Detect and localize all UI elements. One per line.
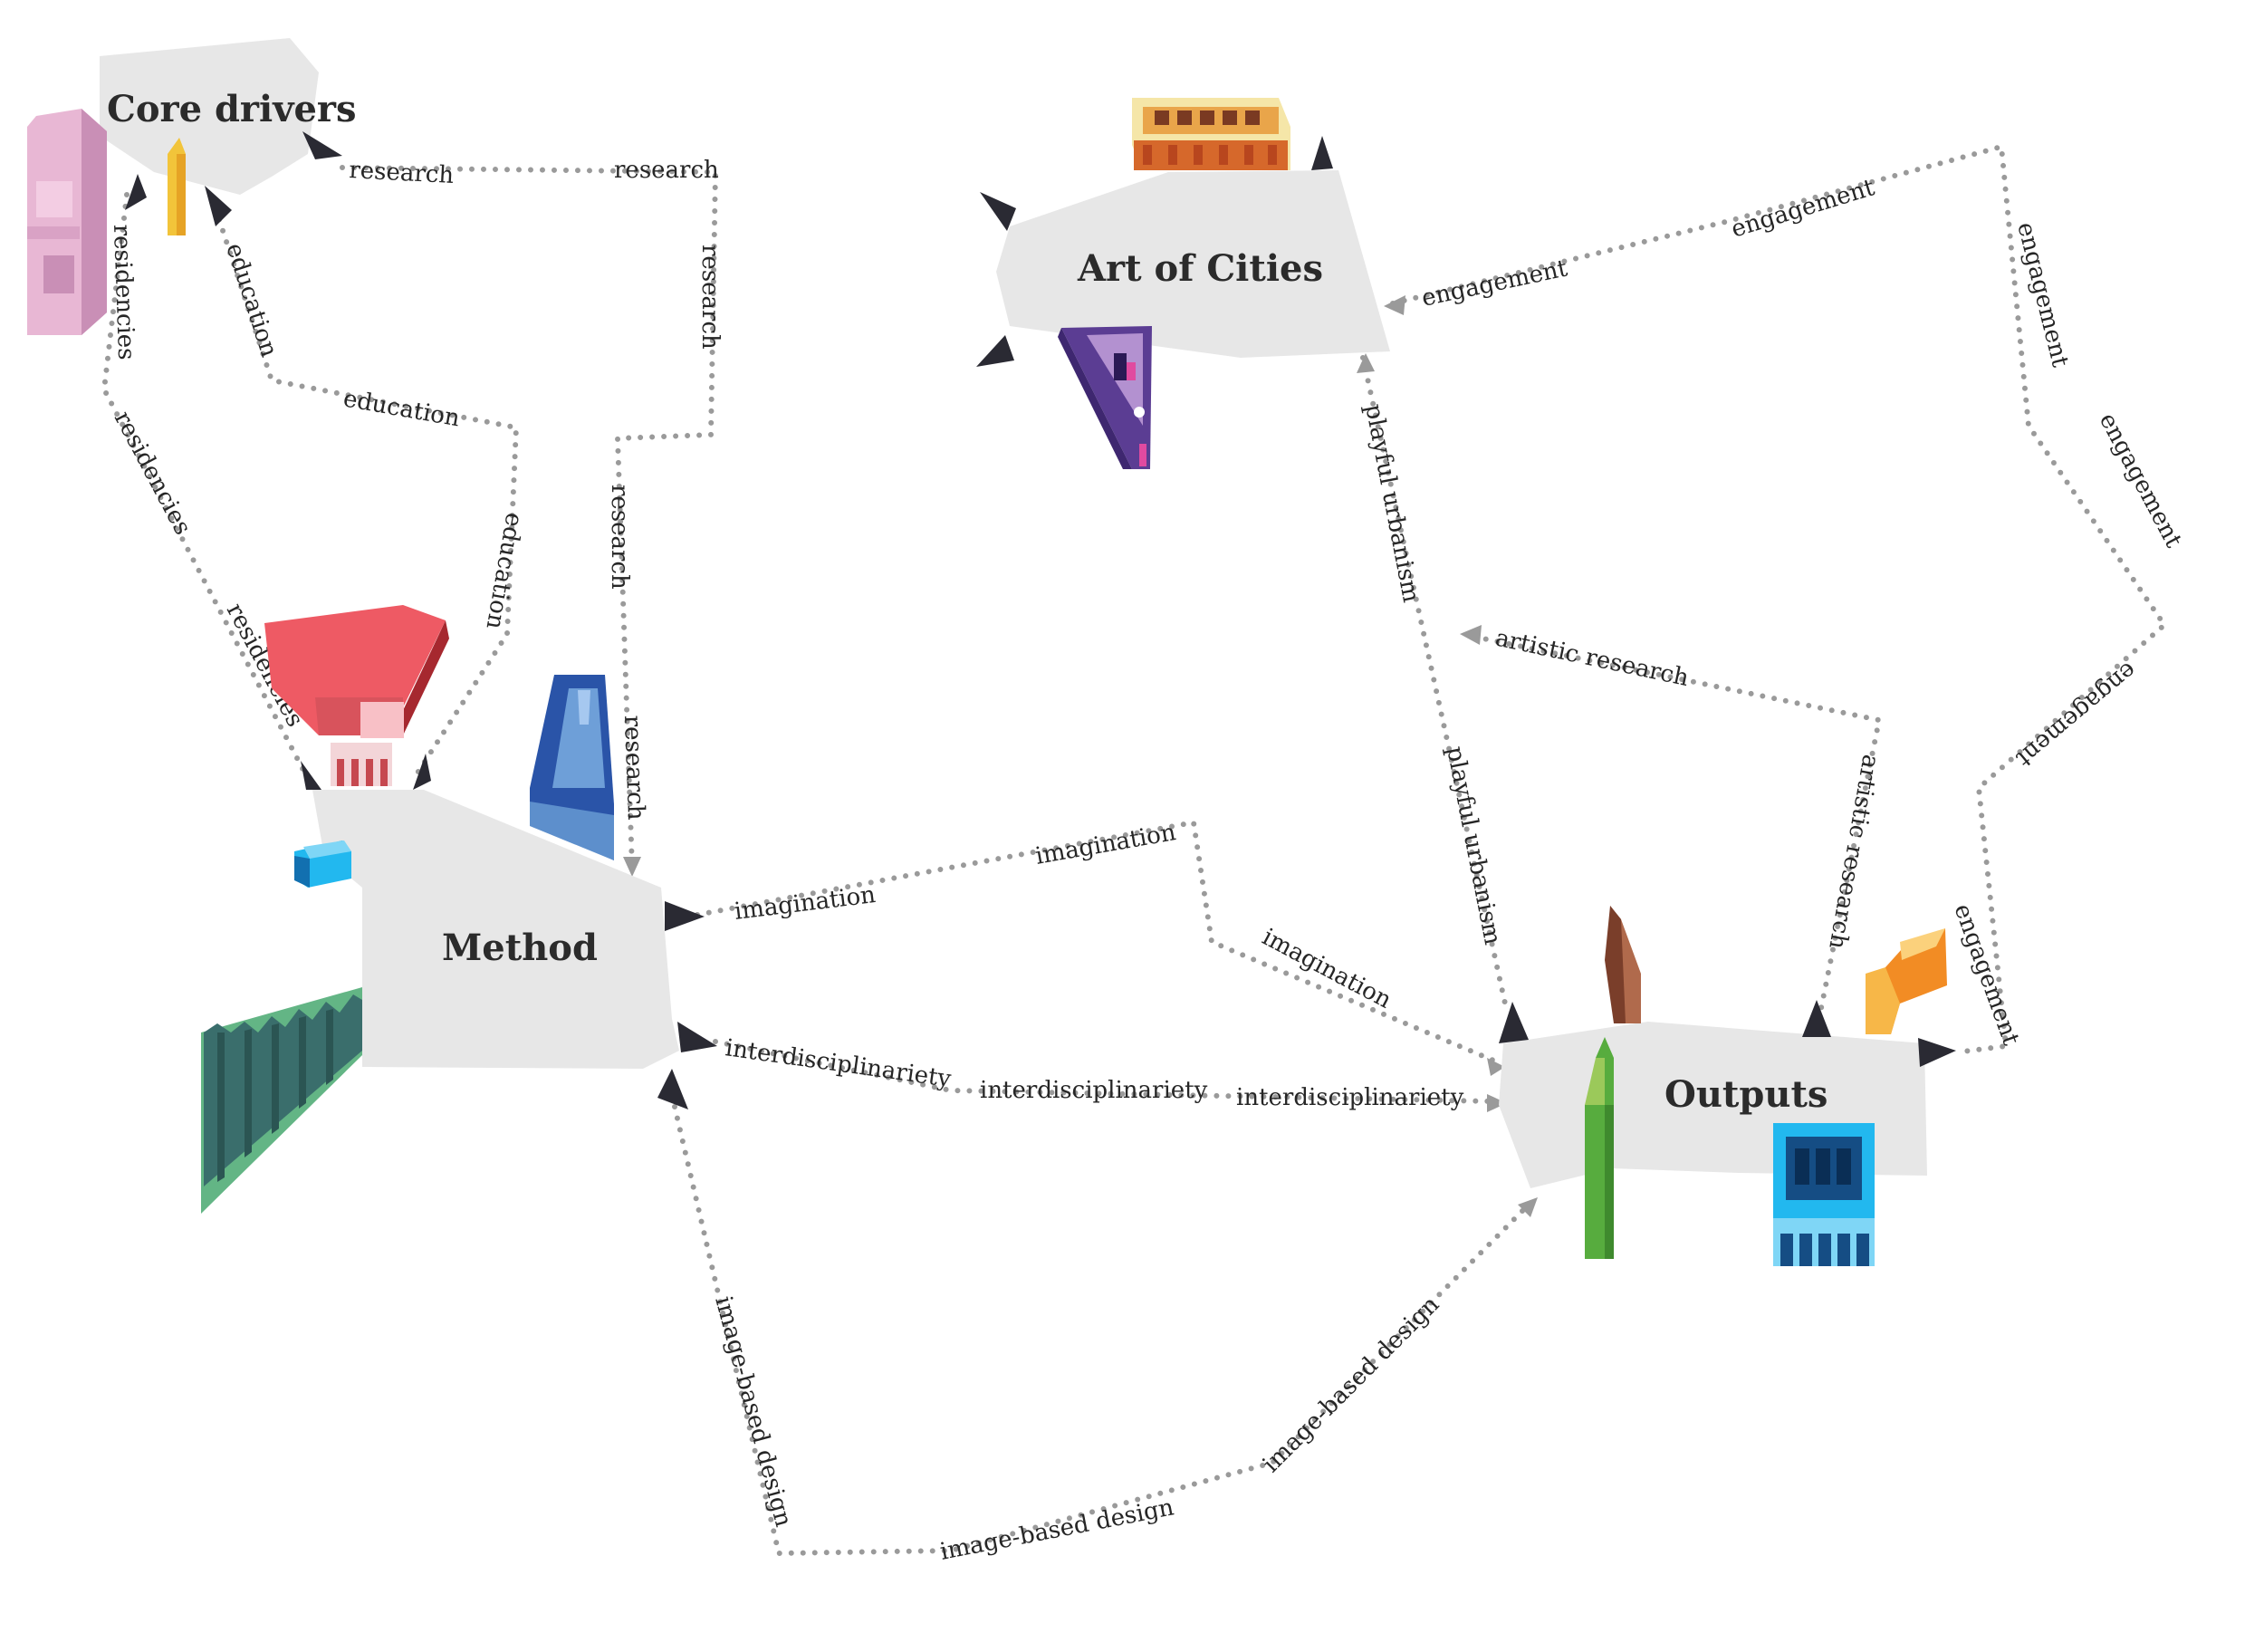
edge-label-interdisciplinariety-2: interdisciplinariety (980, 1077, 1208, 1104)
edge-label-imagination-3: imagination (1258, 924, 1396, 1014)
edge-label-education-2: education (341, 385, 462, 432)
arrow-artistic-research-tip (1460, 625, 1482, 645)
edge-label-education-3: education (480, 511, 527, 631)
arrowhead-outputs-artistic (1802, 1000, 1831, 1037)
connector-interdisciplinariety (713, 1039, 1497, 1104)
red-building-icon (264, 605, 449, 786)
connector-education (213, 206, 520, 780)
connector-image-based-design (672, 1104, 1533, 1557)
connector-imagination (695, 819, 1499, 1064)
edge-label-image-based-design-3: image-based design (1258, 1291, 1445, 1478)
node-art-of-cities[interactable]: Art of Cities (996, 170, 1390, 358)
edge-label-research-2: research (614, 157, 719, 184)
edge-label-education-1: education (220, 240, 283, 360)
edge-label-engagement-4: engagement (2094, 408, 2188, 552)
edge-label-residencies-2: residencies (109, 407, 197, 539)
method-shape (312, 790, 679, 1069)
method-label: Method (442, 927, 598, 969)
core-drivers-shape (100, 38, 319, 195)
edge-label-artistic-research-1: artistic research (1493, 625, 1692, 693)
edge-label-residencies-1: residencies (108, 224, 139, 360)
brown-tower-icon (1605, 906, 1641, 1023)
edge-label-engagement-2: engagement (1728, 174, 1878, 244)
connector-research (340, 165, 719, 870)
arrowhead-outputs-engagement (1918, 1038, 1956, 1067)
connector-playful-urbanism (1360, 355, 1508, 1006)
arrowhead-art-bottom-left (976, 335, 1014, 367)
orange-bent-building-icon (1866, 928, 1947, 1034)
arrow-into-art-of-cities (1384, 295, 1405, 315)
edge-label-imagination-1: imagination (733, 881, 878, 926)
arrowhead-art-top-right (1311, 136, 1333, 170)
arrow-from-playful-urbanism (1357, 353, 1375, 373)
orange-building-icon (1132, 98, 1290, 170)
green-ridged-building-icon (201, 987, 362, 1214)
arrowhead-method-residencies (301, 761, 321, 790)
outputs-label: Outputs (1664, 1073, 1828, 1116)
arrowhead-method-bottom (657, 1069, 688, 1109)
connectors (101, 143, 2168, 1557)
edge-label-engagement-3: engagement (2011, 219, 2074, 370)
edge-label-engagement-1: engagement (1419, 255, 1570, 312)
pink-building-icon (27, 109, 107, 335)
edge-label-research-5: research (619, 715, 649, 821)
arrow-into-outputs-imagination (1487, 1058, 1505, 1076)
arrow-research-into-method (623, 857, 641, 877)
edge-label-engagement-6: engagement (1948, 900, 2024, 1049)
arrow-into-outputs-image-design (1518, 1197, 1538, 1217)
edge-label-research-4: research (606, 485, 633, 590)
purple-triangle-building-icon (1058, 326, 1152, 469)
arrowhead-core-research (302, 131, 342, 159)
edge-label-imagination-2: imagination (1033, 819, 1178, 870)
node-method[interactable]: Method (312, 790, 679, 1069)
edge-label-image-based-design-1: image-based design (709, 1293, 797, 1530)
core-drivers-label: Core drivers (107, 88, 357, 130)
edge-label-research-3: research (696, 245, 724, 350)
edge-label-artistic-research-2: artistic research (1823, 753, 1884, 952)
blue-tall-building-icon (530, 675, 614, 860)
green-pencil-tower-icon (1585, 1037, 1614, 1259)
blue-window-building-icon (1773, 1123, 1875, 1266)
art-of-cities-label: Art of Cities (1077, 247, 1323, 290)
arrow-into-outputs-interdisciplinariety (1487, 1094, 1507, 1112)
arrowhead-core-education (205, 186, 232, 226)
edge-label-engagement-5: engagement (2010, 657, 2142, 773)
connector-engagement (1390, 143, 2168, 1055)
arrowhead-outputs-playful (1499, 1002, 1529, 1043)
edge-label-research-1: research (349, 157, 455, 189)
arrowhead-core-residencies (125, 174, 147, 210)
yellow-pencil-icon (168, 138, 186, 235)
art-of-cities-shape (996, 170, 1390, 358)
cyan-small-block-icon (294, 840, 351, 888)
edge-label-image-based-design-2: image-based design (938, 1494, 1176, 1566)
edge-label-playful-urbanism-1: playful urbanism (1359, 402, 1425, 605)
arrowhead-method-right (665, 901, 705, 931)
edge-label-interdisciplinariety-3: interdisciplinariety (1236, 1084, 1464, 1111)
arrowhead-method-bottom-right (677, 1022, 717, 1052)
node-core-drivers[interactable]: Core drivers (100, 38, 357, 195)
arrowhead-art-top-left (980, 192, 1016, 231)
connector-artistic-research (1472, 634, 1883, 1015)
edge-label-playful-urbanism-2: playful urbanism (1441, 744, 1506, 947)
edge-label-interdisciplinariety-1: interdisciplinariety (724, 1034, 953, 1093)
arrowhead-method-education (413, 754, 431, 790)
arrowheads (125, 131, 1956, 1109)
